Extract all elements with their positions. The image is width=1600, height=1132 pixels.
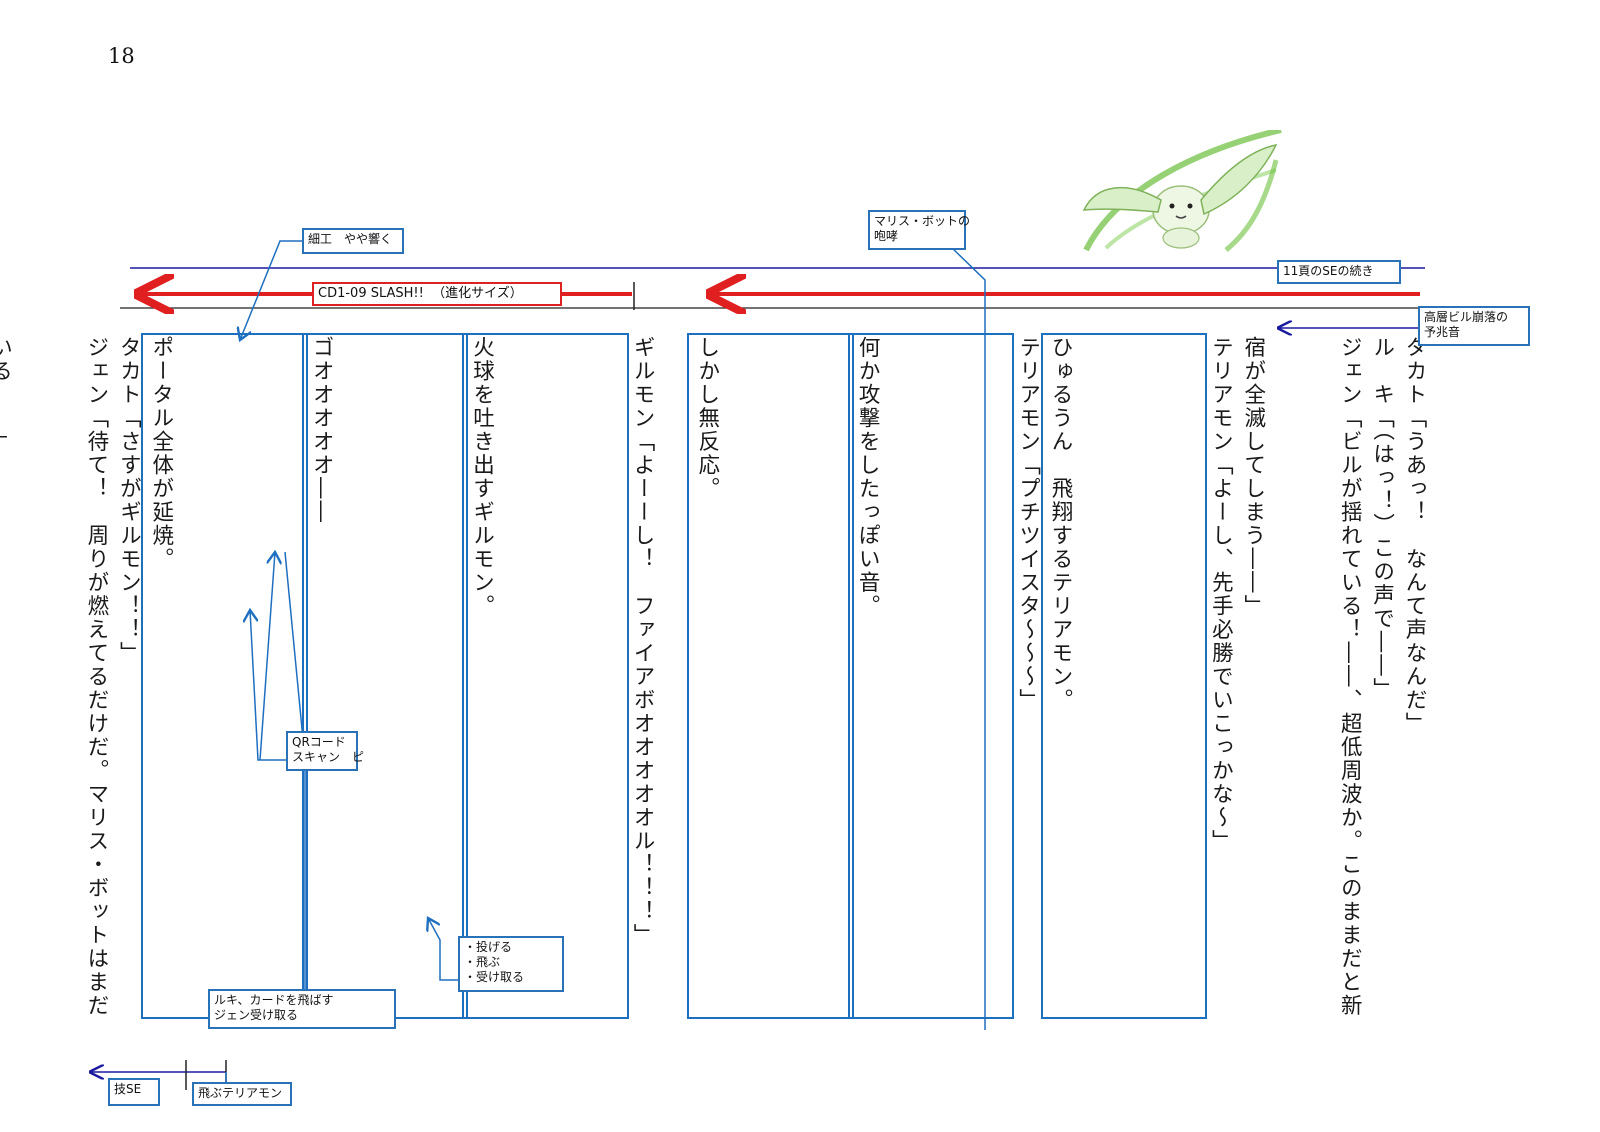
note-qr-scan: QRコード スキャン ピ [286, 731, 364, 771]
note-flying-terriermon: 飛ぶテリアモン [192, 1082, 292, 1106]
stage-direction: ひゅるうん 飛翔するテリアモン。 [1040, 333, 1207, 1019]
dialogue-line: タカト「さすがギルモン！！」 [116, 336, 142, 665]
note-throw-actions: ・投げる ・飛ぶ ・受け取る [458, 936, 564, 992]
qr-pointer [250, 610, 290, 761]
card-pointer [284, 551, 306, 996]
stage-direction: ゴオオオオオ―― [301, 333, 469, 1019]
dialogue-line: ジェン「ビルが揺れている！――、超低周波か。このままだと新 [1337, 336, 1363, 1018]
terriermon-illustration [1082, 130, 1282, 252]
sfx-pointer [240, 240, 304, 340]
note-building-collapse: 高層ビル崩落の 予兆音 [1418, 306, 1530, 346]
page-number: 18 [108, 44, 135, 68]
dialogue-line: タカト「うあっ！ なんて声なんだ」 [1402, 336, 1427, 736]
dialogue-line: ギルモン「よーーし！ ファイアボオオオオオル！！！」 [629, 336, 655, 947]
note-skill-se: 技SE [108, 1078, 160, 1106]
dialogue-line: いる――」 [0, 336, 13, 454]
note-cd-track: CD1-09 SLASH!! （進化サイズ） [312, 282, 562, 306]
note-se-continue: 11頁のSEの続き [1277, 260, 1401, 284]
dialogue-line: ジェン「待て！ 周りが燃えてるだけだ。マリス・ボットはまだ [83, 336, 109, 1018]
stage-direction: しかし無反応。 [687, 333, 854, 1019]
note-malice-roar: マリス・ボットの 咆哮 [868, 210, 970, 250]
dialogue-line: テリアモン「よーし、先手必勝でいこっかな〜」 [1208, 336, 1234, 853]
dialogue-line: テリアモン「プチツイスタ〜〜〜」 [1015, 336, 1041, 712]
roar-pointer [949, 245, 986, 1030]
stage-direction: 何か攻撃をしたっぽい音。 [847, 333, 1015, 1019]
note-card-throw: ルキ、カードを飛ばす ジェン受け取る [208, 989, 396, 1029]
dialogue-line: ル キ「（はっ！）この声で――」 [1369, 336, 1395, 702]
dialogue-line: 宿が全滅してしまう――」 [1240, 336, 1266, 618]
note-sfx-echo: 細工 やや響く [302, 228, 404, 254]
throw-pointer [428, 918, 460, 981]
script-body: タカト「うあっ！ なんて声なんだ」ル キ「（はっ！）この声で――」ジェン「ビルが… [0, 333, 1430, 1019]
stage-direction: 火球を吐き出すギルモン。 [462, 333, 629, 1019]
stage-direction: ポータル全体が延焼。 [141, 333, 308, 1019]
kiai-pointer [259, 552, 275, 761]
